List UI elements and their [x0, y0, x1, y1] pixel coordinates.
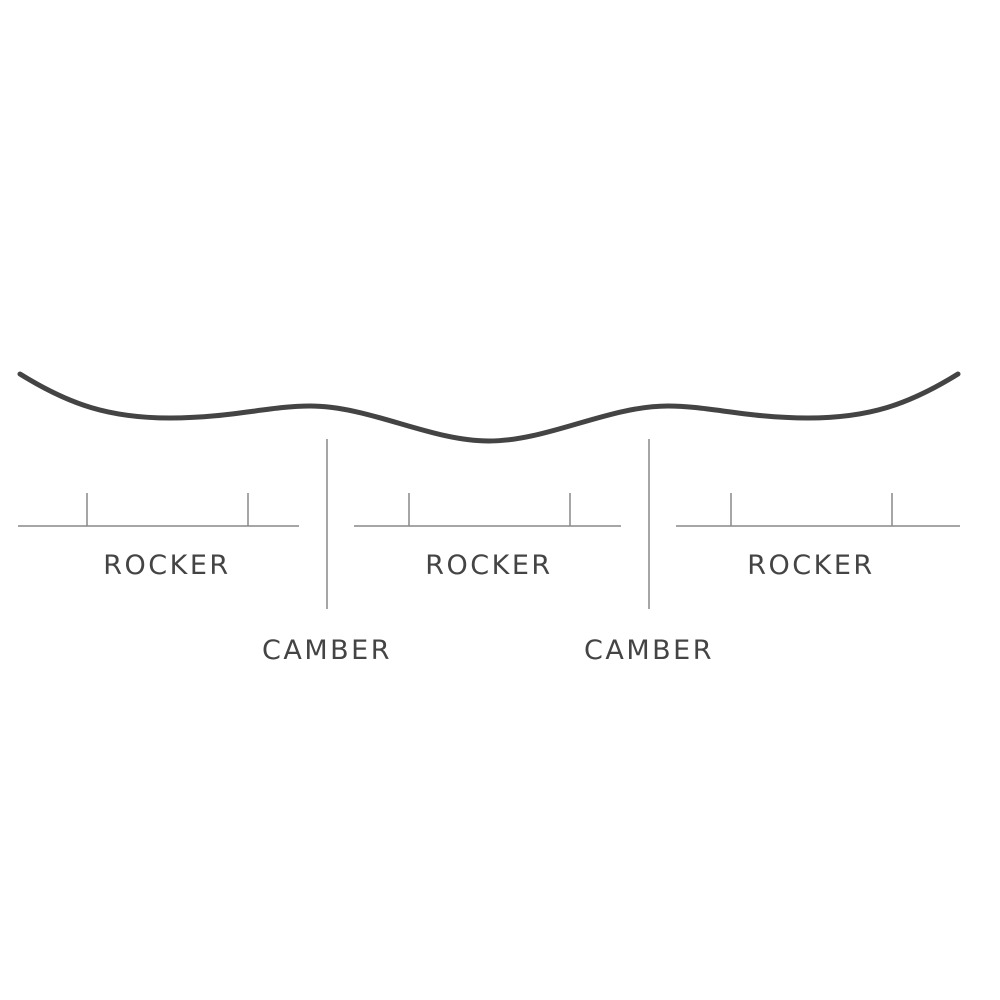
- zone-label-camber-left: CAMBER: [262, 635, 392, 666]
- zone-label-rocker-right: ROCKER: [747, 550, 874, 581]
- zone-label-rocker-center: ROCKER: [425, 550, 552, 581]
- zone-label-camber-right: CAMBER: [584, 635, 714, 666]
- guide-lines: [18, 439, 960, 609]
- zone-label-rocker-left: ROCKER: [103, 550, 230, 581]
- board-profile-curve: [17, 371, 961, 444]
